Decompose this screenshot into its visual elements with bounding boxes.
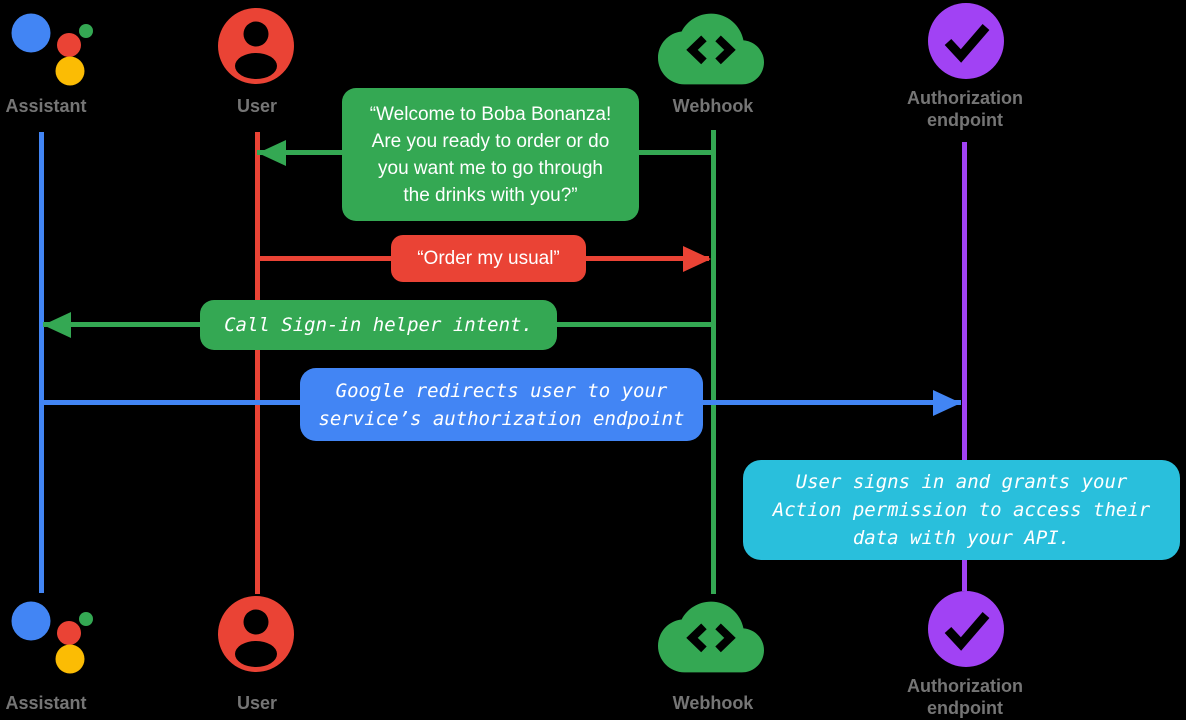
webhook-label-bottom: Webhook xyxy=(672,693,754,713)
assistant-lifeline xyxy=(39,132,44,593)
assistant-label-top: Assistant xyxy=(5,96,87,116)
authorization-check-icon xyxy=(928,3,1004,79)
order-message-bubble: “Order my usual” xyxy=(391,235,586,282)
webhook-cloud-code-icon xyxy=(658,13,764,85)
user-person-icon xyxy=(218,596,294,672)
webhook-cloud-code-icon xyxy=(658,601,764,673)
google-assistant-icon xyxy=(11,13,93,86)
user-label-top: User xyxy=(236,96,278,116)
assistant-label-bottom: Assistant xyxy=(5,693,87,713)
authorization-endpoint-label-top: Authorization endpoint xyxy=(907,88,1023,130)
arrowhead-right-icon xyxy=(683,246,711,272)
user-lifeline xyxy=(255,132,260,594)
user-label-bottom: User xyxy=(236,693,278,713)
webhook-label-top: Webhook xyxy=(672,96,754,116)
authorization-endpoint-label-bottom: Authorization endpoint xyxy=(907,676,1023,718)
arrowhead-left-icon xyxy=(43,312,71,338)
webhook-lifeline xyxy=(711,130,716,594)
redirect-message-bubble: Google redirects user to your service’s … xyxy=(300,368,703,441)
arrowhead-right-icon xyxy=(933,390,961,416)
welcome-message-bubble: “Welcome to Boba Bonanza! Are you ready … xyxy=(342,88,639,221)
authorization-check-icon xyxy=(928,591,1004,667)
grant-note-bubble: User signs in and grants your Action per… xyxy=(743,460,1180,560)
signin-message-bubble: Call Sign-in helper intent. xyxy=(200,300,557,350)
arrowhead-left-icon xyxy=(258,140,286,166)
authorization-endpoint-lifeline xyxy=(962,142,967,591)
user-person-icon xyxy=(218,8,294,84)
google-assistant-icon xyxy=(11,601,93,674)
